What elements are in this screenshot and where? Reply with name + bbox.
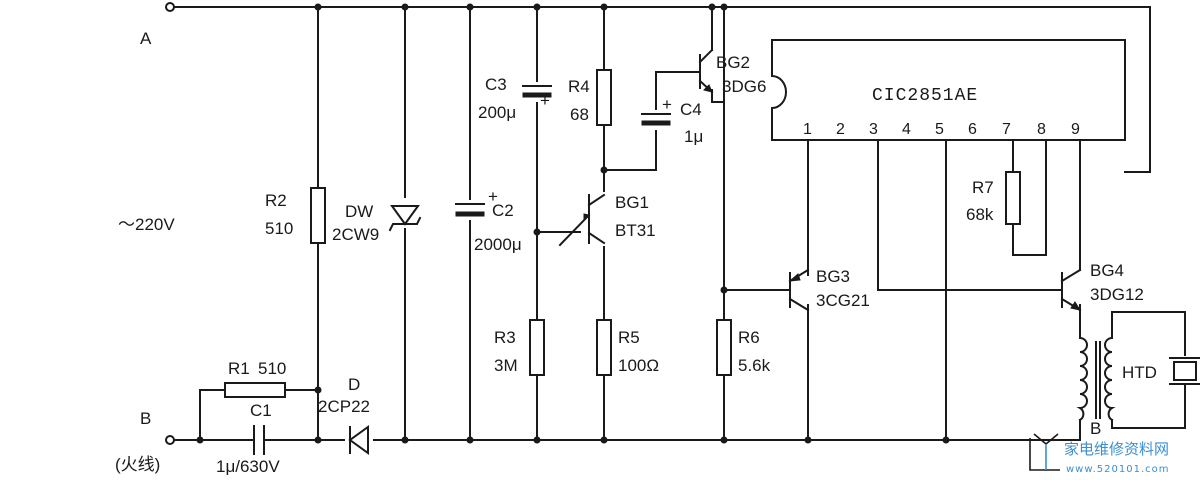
watermark-url: www.520101.com xyxy=(1066,464,1170,475)
capacitor-c2: + C2 2000μ xyxy=(455,187,522,254)
htd-name: HTD xyxy=(1122,363,1157,382)
r1-value: 510 xyxy=(258,359,286,378)
svg-text:+: + xyxy=(540,91,550,110)
r3-value: 3M xyxy=(494,356,518,375)
r6-value: 5.6k xyxy=(738,356,771,375)
r2-value: 510 xyxy=(265,219,293,238)
capacitor-c4: + C4 1μ xyxy=(641,95,703,146)
ic-pin-1: 1 xyxy=(803,121,812,138)
c4-name: C4 xyxy=(680,100,702,119)
bg3-part: 3CG21 xyxy=(816,291,870,310)
book-icon xyxy=(1029,433,1060,471)
ic-pin-9: 9 xyxy=(1071,121,1080,138)
dw-name: DW xyxy=(345,202,373,221)
capacitor-c1: C1 1μ/630V xyxy=(216,401,280,476)
junctions xyxy=(196,3,950,444)
r7-name: R7 xyxy=(972,178,994,197)
ic-pin-8: 8 xyxy=(1037,121,1046,138)
resistor-r1: R1 510 xyxy=(224,359,286,398)
c4-value: 1μ xyxy=(684,127,703,146)
r3-name: R3 xyxy=(494,328,516,347)
transistor-bg1: BG1 BT31 xyxy=(558,192,656,247)
d-part: 2CP22 xyxy=(318,397,370,416)
d-name: D xyxy=(348,375,360,394)
transducer-htd: HTD xyxy=(1122,357,1200,385)
ic-pin-3: 3 xyxy=(869,121,878,138)
r6-name: R6 xyxy=(738,328,760,347)
r5-name: R5 xyxy=(618,328,640,347)
zener-dw: DW 2CW9 xyxy=(332,198,422,244)
transistor-bg3: BG3 3CG21 xyxy=(788,267,870,312)
resistor-r4: R4 68 xyxy=(568,69,612,126)
c3-value: 200μ xyxy=(478,103,516,122)
terminal-a: A xyxy=(140,2,175,48)
ic-pin-7: 7 xyxy=(1002,121,1011,138)
svg-text:+: + xyxy=(488,187,498,206)
dw-part: 2CW9 xyxy=(332,225,379,244)
r5-value: 100Ω xyxy=(618,356,659,375)
resistor-r3: R3 3M xyxy=(494,319,545,376)
bg1-part: BT31 xyxy=(615,221,656,240)
bg4-part: 3DG12 xyxy=(1090,285,1144,304)
svg-text:+: + xyxy=(662,95,672,114)
bg1-name: BG1 xyxy=(615,193,649,212)
resistor-r5: R5 100Ω xyxy=(596,319,659,376)
transformer-b: B xyxy=(1076,336,1116,438)
bg2-name: BG2 xyxy=(716,53,750,72)
r4-name: R4 xyxy=(568,77,590,96)
watermark-text: 家电维修资料网 xyxy=(1064,440,1169,458)
watermark: 家电维修资料网 www.520101.com xyxy=(1029,433,1170,475)
resistor-r7: R7 68k xyxy=(966,171,1021,225)
transistor-bg4: BG4 3DG12 xyxy=(1060,261,1144,312)
ic-pin-2: 2 xyxy=(836,121,845,138)
diode-d: D 2CP22 xyxy=(318,375,373,456)
terminal-b-label: B xyxy=(140,409,151,428)
ic-pin-5: 5 xyxy=(935,121,944,138)
terminal-a-label: A xyxy=(140,29,152,48)
r4-value: 68 xyxy=(570,105,589,124)
resistor-r6: R6 5.6k xyxy=(716,319,771,376)
r1-name: R1 xyxy=(228,359,250,378)
capacitor-c3: + C3 200μ xyxy=(478,75,552,122)
supply-voltage-label: ～220V xyxy=(118,215,175,234)
c1-value: 1μ/630V xyxy=(216,457,280,476)
c1-name: C1 xyxy=(250,401,272,420)
ic-pin-4: 4 xyxy=(902,121,911,138)
ic-pin-6: 6 xyxy=(968,121,977,138)
resistor-r2: R2 510 xyxy=(265,187,326,244)
bg2-part: 3DG6 xyxy=(722,77,766,96)
transistor-bg2: BG2 3DG6 xyxy=(698,48,766,96)
terminal-b-note: (火线) xyxy=(115,455,160,474)
ic-cic2851ae: CIC2851AE 1 2 3 4 5 6 7 8 9 xyxy=(771,39,1126,141)
c2-value: 2000μ xyxy=(474,235,522,254)
r2-name: R2 xyxy=(265,191,287,210)
c3-name: C3 xyxy=(485,75,507,94)
ic-name: CIC2851AE xyxy=(872,86,978,106)
c2-name: C2 xyxy=(492,201,514,220)
terminal-b: B (火线) xyxy=(115,409,175,474)
transformer-name: B xyxy=(1090,419,1101,438)
r7-value: 68k xyxy=(966,205,994,224)
bg4-name: BG4 xyxy=(1090,261,1124,280)
bg3-name: BG3 xyxy=(816,267,850,286)
